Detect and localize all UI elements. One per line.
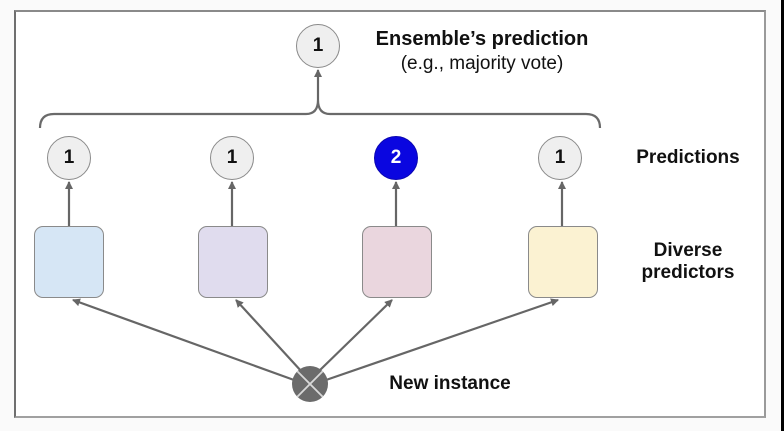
instance-input-arrow	[72, 298, 295, 382]
predictor-box	[198, 226, 268, 298]
screen-edge	[781, 0, 784, 431]
ensemble-title: Ensemble’s prediction (e.g., majority vo…	[352, 28, 612, 75]
prediction-node: 1	[210, 136, 254, 180]
diverse-predictors-label: Diverse predictors	[618, 240, 758, 284]
predictor-box	[362, 226, 432, 298]
instance-input-arrow	[325, 298, 559, 382]
prediction-node: 1	[538, 136, 582, 180]
aggregation-brace	[38, 99, 602, 129]
predictors-label-line2: predictors	[641, 261, 735, 283]
prediction-node: 1	[47, 136, 91, 180]
instance-input-arrow	[317, 299, 393, 373]
ensemble-title-text: Ensemble’s prediction	[375, 28, 589, 50]
predictions-label: Predictions	[636, 147, 740, 168]
predictor-box	[528, 226, 598, 298]
predictor-box	[34, 226, 104, 298]
new-instance-label: New instance	[389, 373, 511, 394]
ensemble-subtitle: (e.g., majority vote)	[400, 53, 564, 74]
diagram-frame	[14, 10, 766, 418]
instance-input-arrow	[235, 299, 303, 373]
prediction-node-highlighted: 2	[374, 136, 418, 180]
predictors-label-line1: Diverse	[653, 240, 723, 261]
ensemble-prediction-node: 1	[296, 24, 340, 68]
new-instance-node	[292, 366, 328, 402]
